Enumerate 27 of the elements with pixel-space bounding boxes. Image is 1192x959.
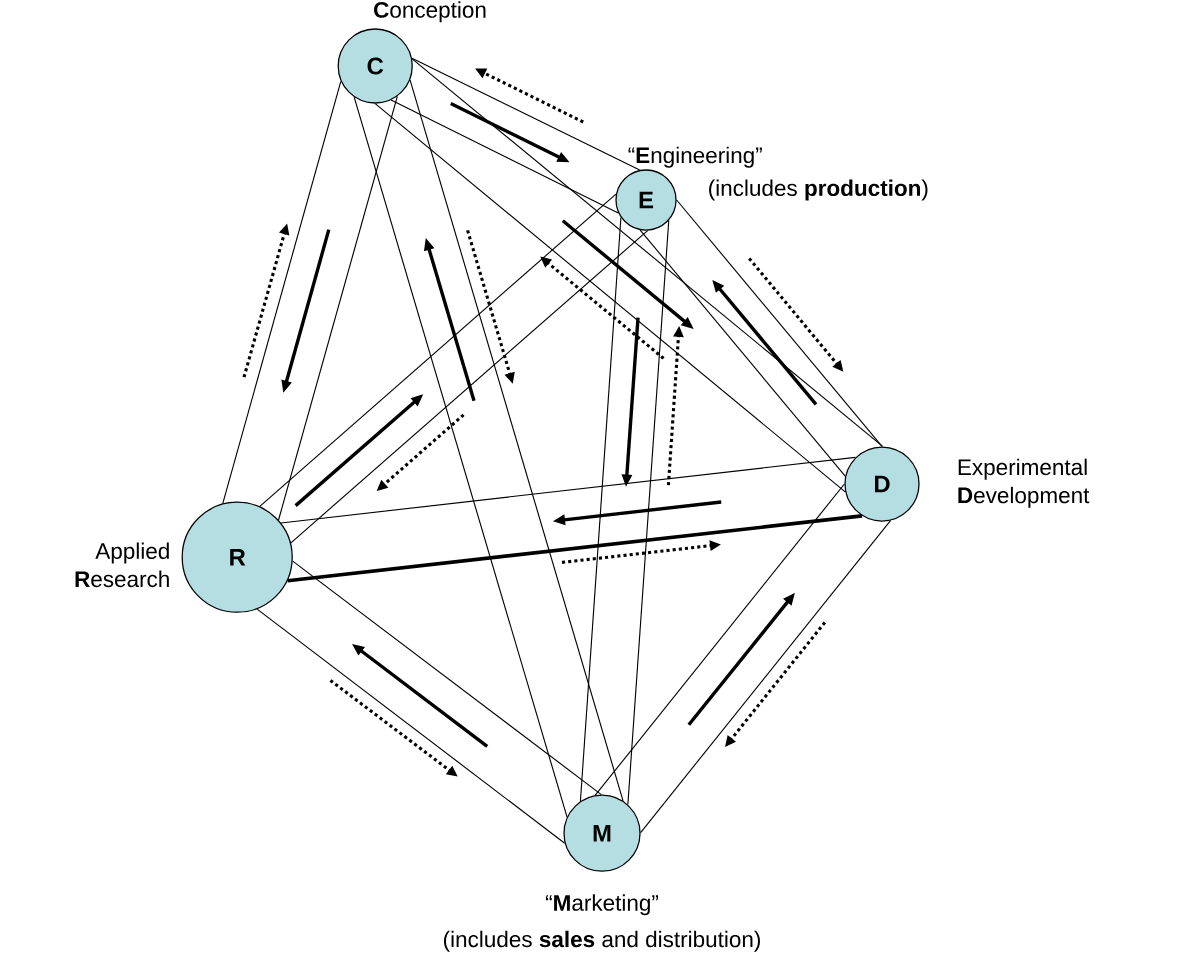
connector-line	[676, 199, 883, 447]
connector-line	[287, 514, 863, 583]
node-label: “Marketing”	[545, 894, 659, 916]
connector-line	[409, 79, 624, 802]
connector-line	[259, 193, 617, 507]
connector-line	[579, 217, 622, 802]
node-label: “Engineering”	[628, 146, 762, 168]
connector-line	[594, 483, 845, 796]
node-label: (includes sales and distribution)	[443, 930, 760, 952]
connector-line	[627, 219, 670, 806]
connector-line	[411, 57, 641, 171]
connector-line	[353, 96, 568, 818]
connector-line	[280, 456, 856, 524]
node-label: Applied Research	[75, 542, 169, 588]
node-label: (includes production)	[709, 179, 928, 201]
connector-line	[639, 229, 846, 477]
connector-line	[411, 58, 884, 447]
connector-line	[640, 520, 892, 834]
connector-line	[374, 103, 846, 493]
connector-line	[222, 80, 342, 505]
connector-line	[290, 230, 649, 544]
connector-line	[292, 560, 602, 796]
connector-line	[256, 608, 566, 844]
connector-line	[390, 99, 619, 214]
node-label: Conception	[374, 1, 486, 23]
connector-line	[278, 95, 398, 521]
node-label: Experimental Development	[958, 458, 1090, 508]
